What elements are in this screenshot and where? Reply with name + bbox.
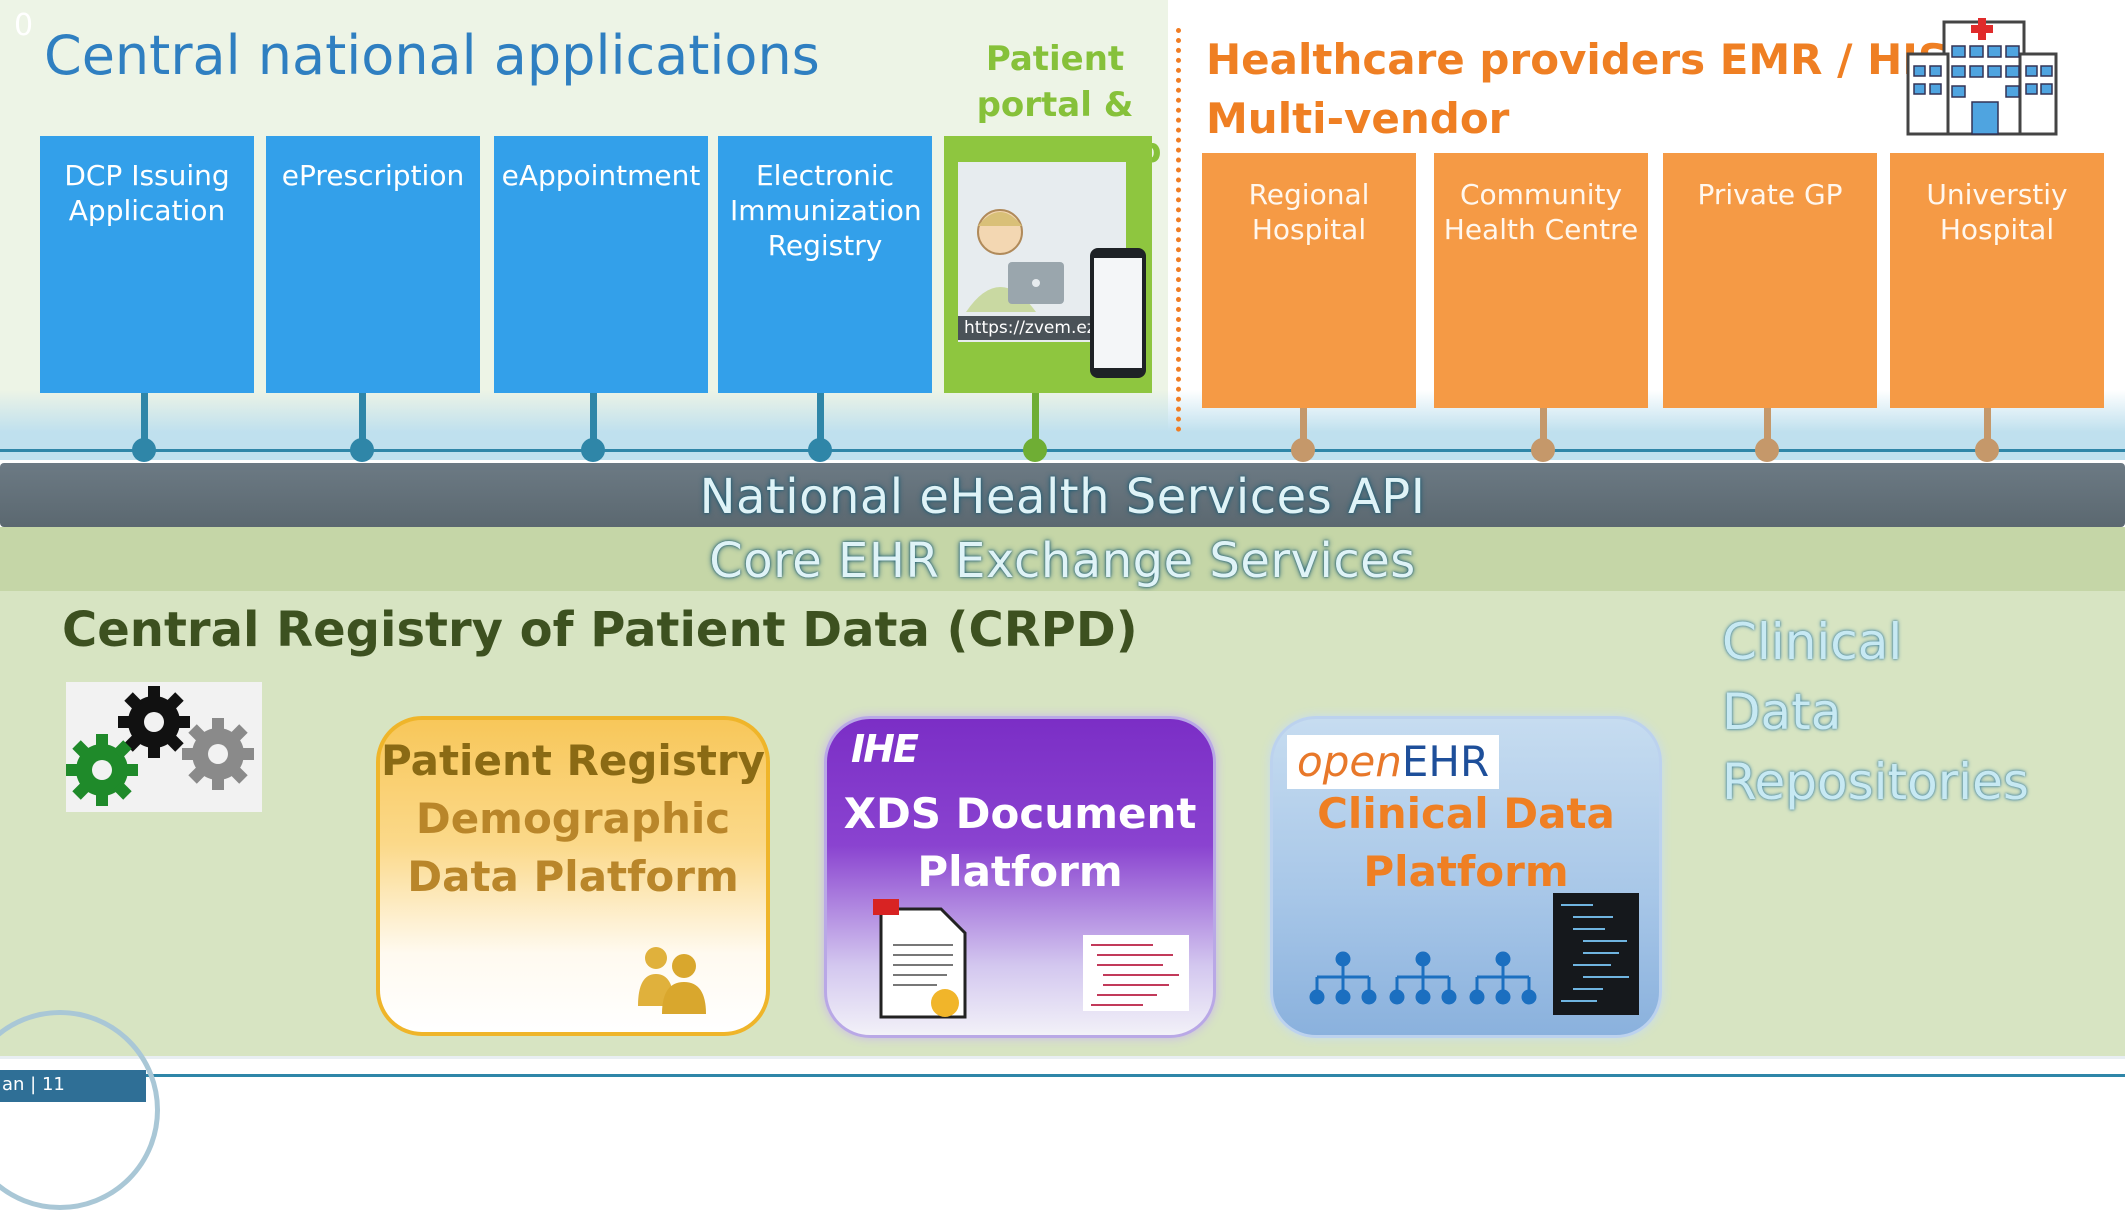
- xds-title-line1: XDS Document: [843, 789, 1197, 838]
- openehr-title-line2: Platform: [1363, 847, 1569, 896]
- provider-label-university-hospital: Universtiy Hospital: [1926, 178, 2068, 246]
- xml-document-icon: [1083, 935, 1189, 1011]
- core-ehr-band: Core EHR Exchange Services: [0, 527, 2125, 591]
- cdr-line2: Data: [1722, 683, 1842, 741]
- connector-dcp: [141, 393, 148, 443]
- cdr-line1: Clinical: [1722, 613, 1903, 671]
- central-apps-title: Central national applications: [44, 24, 820, 87]
- connector-eappointment: [590, 393, 597, 443]
- xds-title-line2: Platform: [917, 847, 1123, 896]
- clinical-data-repositories-label: Clinical Data Repositories: [1722, 607, 2029, 817]
- app-box-eappointment[interactable]: eAppointment: [494, 136, 708, 393]
- connector-node-regional-hospital: [1291, 438, 1315, 462]
- connector-regional-hospital: [1300, 408, 1307, 443]
- slide-number-tab: an | 11: [0, 1070, 146, 1102]
- ihe-logo: IHE: [851, 727, 919, 771]
- app-box-dcp[interactable]: DCP Issuing Application: [40, 136, 254, 393]
- openehr-logo-ehr: EHR: [1401, 737, 1490, 786]
- app-label-dcp: DCP Issuing Application: [64, 159, 230, 227]
- bottom-rule: [0, 1074, 2125, 1077]
- connector-node-immunization: [808, 438, 832, 462]
- corner-mark: 0: [14, 8, 34, 43]
- patient-registry-line3: Data Platform: [407, 852, 739, 901]
- hierarchy-icons: [1303, 951, 1543, 1011]
- slide-number: an | 11: [2, 1074, 65, 1095]
- connector-node-university-hospital: [1975, 438, 1999, 462]
- connector-immunization: [817, 393, 824, 443]
- app-label-immunization: Electronic Immunization Registry: [730, 159, 922, 262]
- gears-icon: [66, 682, 262, 812]
- provider-label-community-health: Community Health Centre: [1443, 178, 1639, 246]
- ehealth-api-band: National eHealth Services API: [0, 463, 2125, 527]
- connector-node-private-gp: [1755, 438, 1779, 462]
- provider-box-community-health[interactable]: Community Health Centre: [1434, 153, 1648, 408]
- connector-node-eprescription: [350, 438, 374, 462]
- providers-title-line1: Healthcare providers EMR / HIS: [1206, 35, 1949, 84]
- code-editor-thumbnail: [1553, 893, 1639, 1015]
- openehr-logo-open: open: [1297, 737, 1402, 786]
- app-box-eprescription[interactable]: ePrescription: [266, 136, 480, 393]
- provider-label-regional-hospital: Regional Hospital: [1248, 178, 1370, 246]
- xds-document-platform[interactable]: IHE XDS Document Platform: [824, 716, 1216, 1038]
- openehr-title-line1: Clinical Data: [1317, 789, 1615, 838]
- provider-box-university-hospital[interactable]: Universtiy Hospital: [1890, 153, 2104, 408]
- mobile-phone-icon: [1090, 248, 1146, 378]
- connector-node-portal: [1023, 438, 1047, 462]
- patient-registry-line2: Demographic: [415, 794, 731, 843]
- app-label-eappointment: eAppointment: [501, 159, 701, 192]
- connector-eprescription: [359, 393, 366, 443]
- patient-portal-box[interactable]: https://zvem.ezd: [944, 136, 1152, 393]
- connector-university-hospital: [1984, 408, 1991, 443]
- connector-community-health: [1540, 408, 1547, 443]
- providers-title: Healthcare providers EMR / HIS Multi-ven…: [1206, 30, 1948, 148]
- connector-node-community-health: [1531, 438, 1555, 462]
- dotted-divider: [1176, 28, 1181, 432]
- cdr-line3: Repositories: [1722, 753, 2029, 811]
- provider-box-private-gp[interactable]: Private GP: [1663, 153, 1877, 408]
- connector-node-dcp: [132, 438, 156, 462]
- provider-box-regional-hospital[interactable]: Regional Hospital: [1202, 153, 1416, 408]
- connector-node-eappointment: [581, 438, 605, 462]
- patient-registry-platform[interactable]: Patient Registry Demographic Data Platfo…: [376, 716, 770, 1036]
- people-icon: [632, 936, 712, 1016]
- connector-bus-line: [0, 449, 2125, 452]
- crpd-title: Central Registry of Patient Data (CRPD): [62, 602, 1138, 658]
- core-ehr-title: Core EHR Exchange Services: [709, 533, 1416, 589]
- connector-portal: [1032, 393, 1039, 443]
- hospital-icon: [1904, 16, 2060, 140]
- ehealth-api-title: National eHealth Services API: [699, 469, 1426, 525]
- pdf-document-icon: [867, 895, 977, 1023]
- app-label-eprescription: ePrescription: [281, 159, 465, 192]
- openehr-logo: openEHR: [1287, 735, 1500, 789]
- openehr-clinical-platform[interactable]: openEHR Clinical Data Platform: [1270, 716, 1662, 1038]
- app-box-immunization[interactable]: Electronic Immunization Registry: [718, 136, 932, 393]
- provider-label-private-gp: Private GP: [1697, 178, 1843, 211]
- patient-registry-title: Patient Registry: [380, 736, 765, 785]
- providers-title-line2: Multi-vendor: [1206, 94, 1510, 143]
- connector-private-gp: [1764, 408, 1771, 443]
